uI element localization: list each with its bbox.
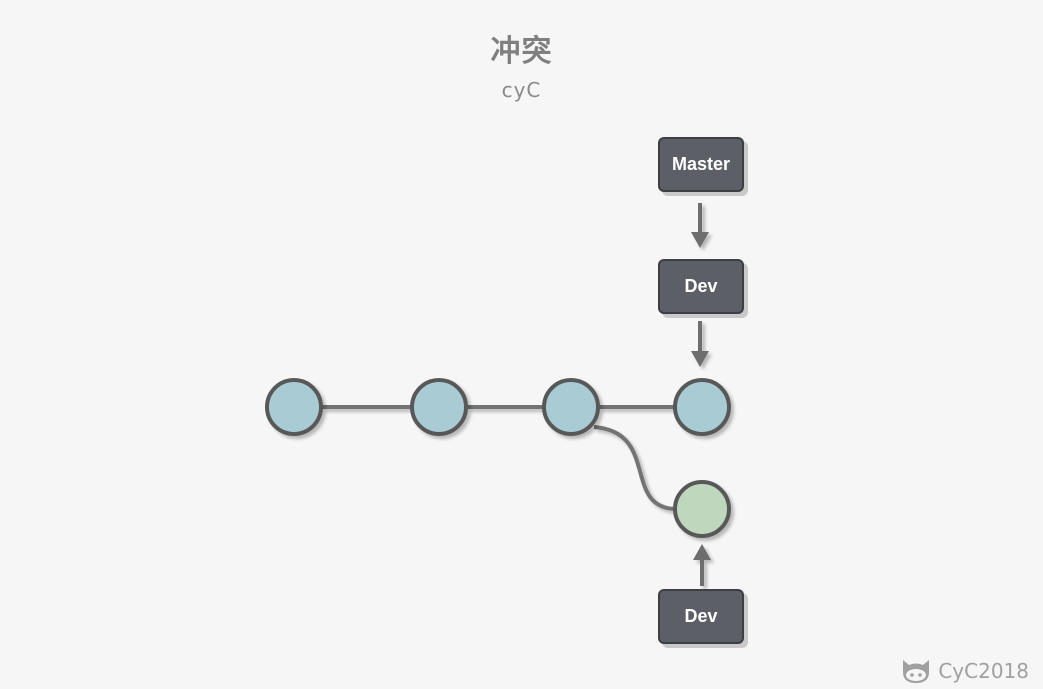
commit-node-3 <box>542 378 600 436</box>
arrow-dev-to-commit <box>691 321 709 367</box>
diagram-subtitle: cyC <box>501 78 542 102</box>
arrow-dev-to-branch-commit <box>693 544 711 586</box>
dev-label-top: Dev <box>658 259 744 314</box>
diagram-title: 冲突 <box>490 34 553 69</box>
watermark-text: CyC2018 <box>938 659 1029 683</box>
commit-node-1 <box>265 378 323 436</box>
dev-label-bottom: Dev <box>658 589 744 644</box>
commit-node-4 <box>673 378 731 436</box>
watermark: CyC2018 <box>900 657 1029 685</box>
branch-commit-node <box>673 480 731 538</box>
arrow-master-to-dev <box>691 203 709 248</box>
master-label: Master <box>658 137 744 192</box>
commit-node-2 <box>410 378 468 436</box>
octocat-icon <box>900 657 932 685</box>
branch-curve <box>593 425 677 511</box>
